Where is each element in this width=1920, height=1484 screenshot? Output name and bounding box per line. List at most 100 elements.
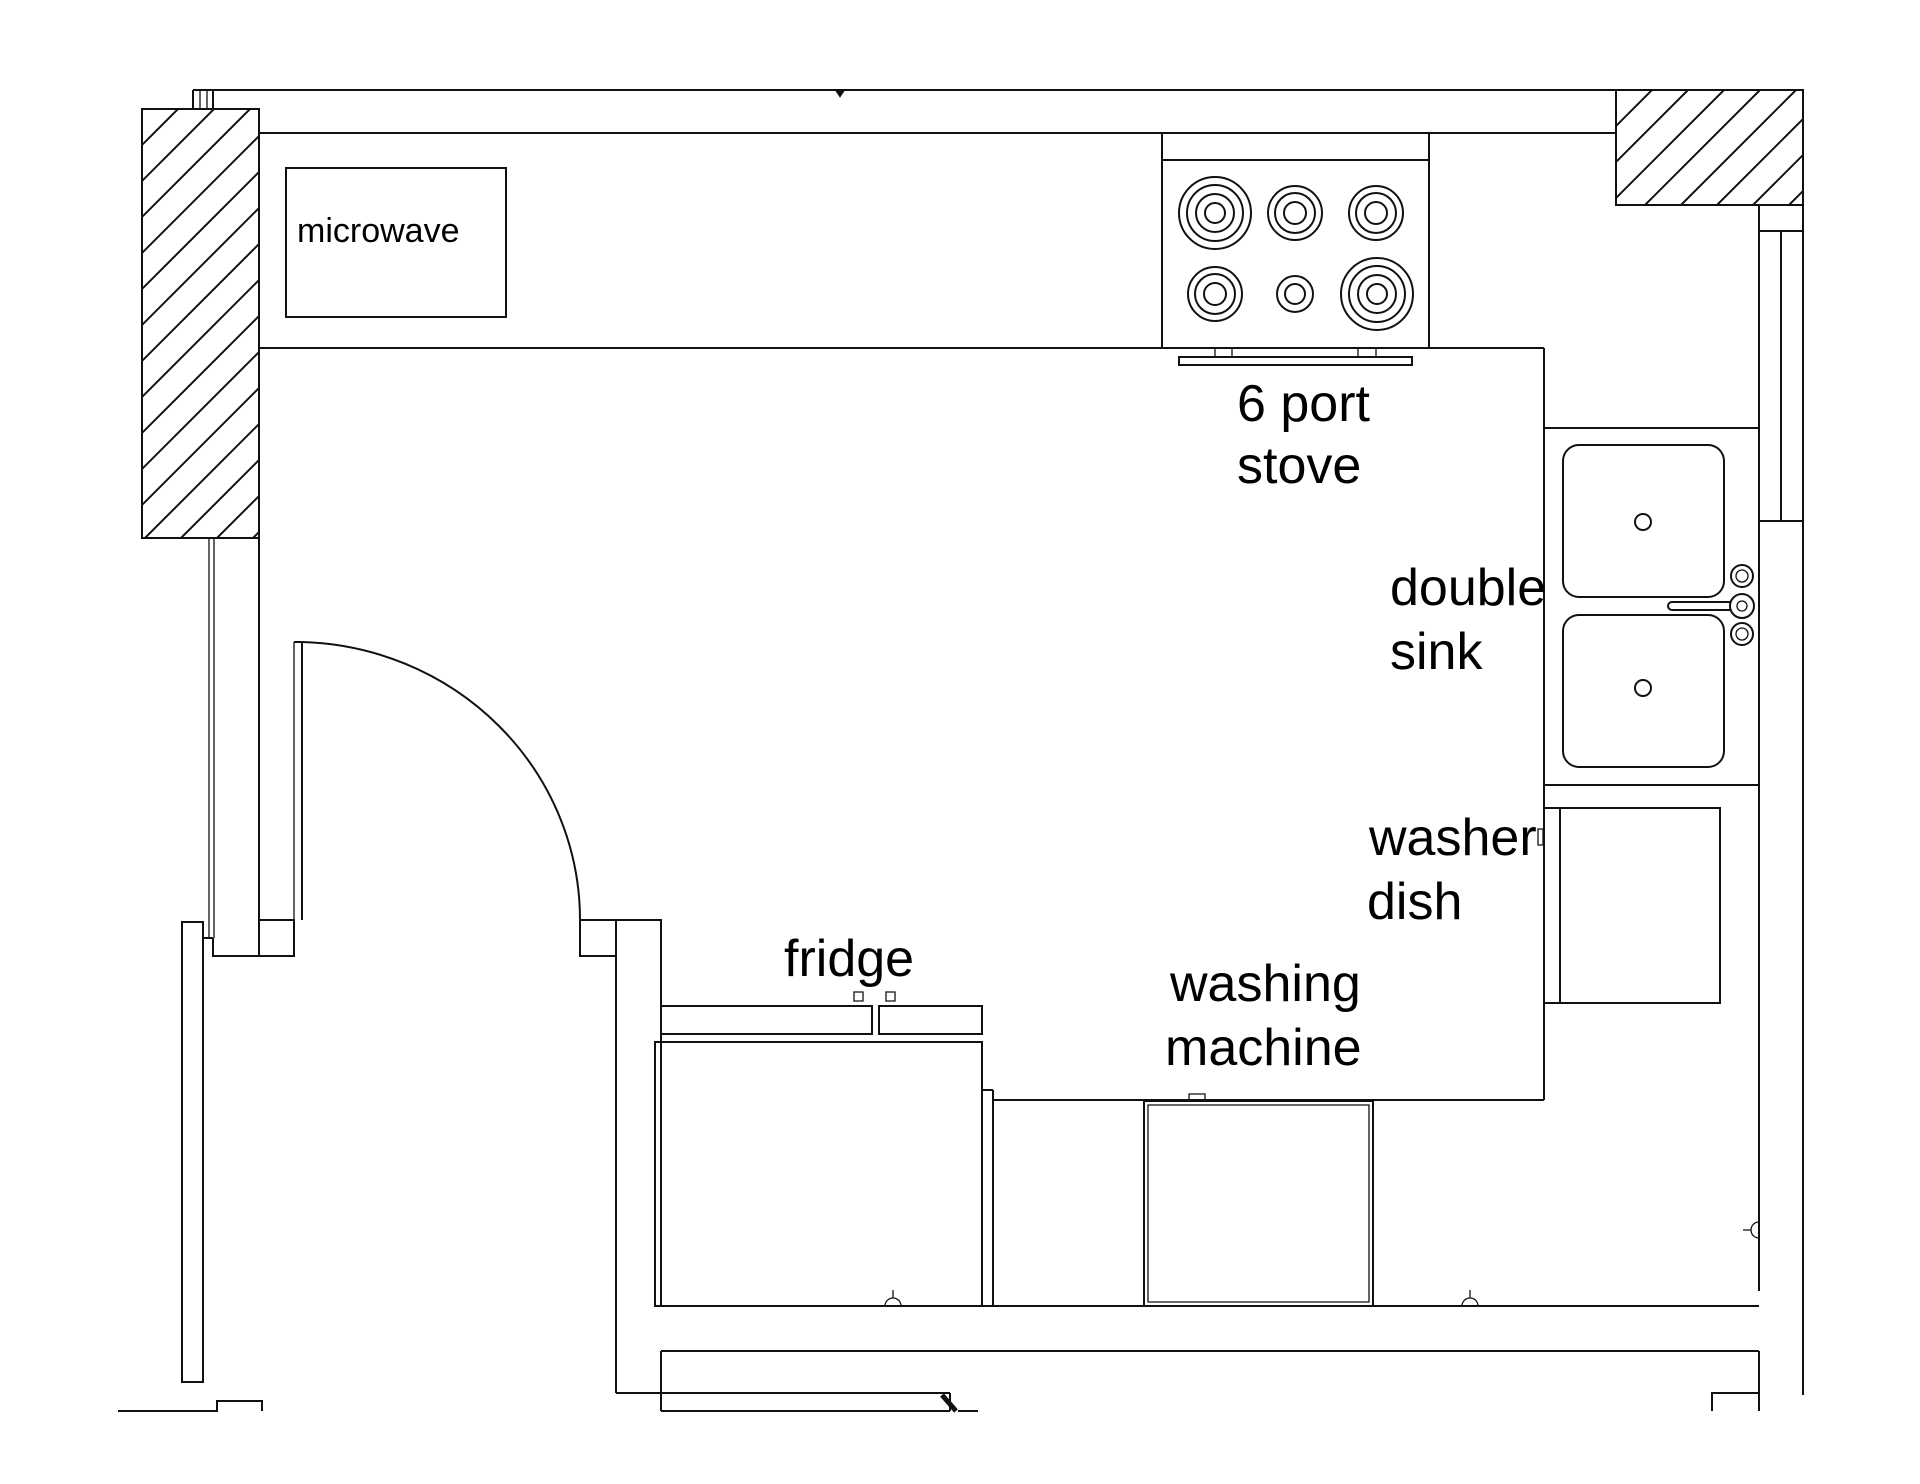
- fridge-handle: [854, 992, 863, 1001]
- dishwasher-handle: [1538, 829, 1543, 845]
- drain-icon: [1635, 680, 1651, 696]
- door-swing-arc: [302, 642, 580, 920]
- hatch-line: [1717, 90, 1832, 205]
- hatch-line: [0, 109, 358, 538]
- fridge-door-left: [661, 1006, 872, 1034]
- dishwasher-label-line2: dish: [1367, 873, 1462, 931]
- right-hatched-column: [1501, 90, 1920, 205]
- sink-label-line1: double: [1390, 559, 1546, 617]
- burner-ring: [1341, 258, 1413, 330]
- stove[interactable]: [1162, 133, 1429, 365]
- hatch-line: [1, 109, 430, 538]
- fridge[interactable]: [655, 992, 982, 1306]
- burner-ring: [1284, 202, 1306, 224]
- burner-ring: [1356, 193, 1396, 233]
- washing-machine-label-line2: machine: [1165, 1019, 1362, 1077]
- hatch-line: [253, 109, 682, 538]
- burner-icon[interactable]: [1179, 177, 1251, 249]
- hatch-line: [1753, 90, 1868, 205]
- burners: [1179, 177, 1413, 330]
- bottom-counter: [661, 1042, 1759, 1306]
- hatch-line: [0, 109, 322, 538]
- hatch-line: [37, 109, 466, 538]
- hatch-line: [0, 109, 214, 538]
- burner-icon[interactable]: [1341, 258, 1413, 330]
- hatch-line: [685, 109, 1114, 538]
- sink-label-line2: sink: [1390, 623, 1483, 681]
- hatch-line: [1861, 90, 1920, 205]
- burner-ring: [1277, 276, 1313, 312]
- drain-icon: [1635, 514, 1651, 530]
- hatch-line: [0, 109, 286, 538]
- right-counter: [1544, 428, 1759, 785]
- hatch-line: [0, 109, 142, 538]
- washing-machine[interactable]: [1144, 1094, 1373, 1306]
- burner-icon[interactable]: [1349, 186, 1403, 240]
- hatch-line: [145, 109, 574, 538]
- bottom-wall: [661, 1351, 1759, 1411]
- hatch-line: [577, 109, 1006, 538]
- left-wall: [118, 538, 294, 1411]
- hatch-line: [361, 109, 790, 538]
- burner-ring: [1179, 177, 1251, 249]
- burner-ring: [1188, 267, 1242, 321]
- burner-ring: [1205, 203, 1225, 223]
- hatch-line: [217, 109, 646, 538]
- outlet-icon: [885, 1290, 901, 1306]
- burner-ring: [1285, 284, 1305, 304]
- hatch-line: [289, 109, 718, 538]
- right-door-jamb: [580, 920, 950, 1393]
- hatch-line: [613, 109, 1042, 538]
- hatch-line: [73, 109, 502, 538]
- burner-ring: [1349, 186, 1403, 240]
- burner-ring: [1268, 186, 1322, 240]
- hatch-line: [1609, 90, 1724, 205]
- hatch-line: [1897, 90, 1920, 205]
- double-sink[interactable]: [1563, 445, 1754, 767]
- burner-ring: [1365, 202, 1387, 224]
- hatch-line: [1645, 90, 1760, 205]
- burner-ring: [1275, 193, 1315, 233]
- wall-marker-icon: [836, 90, 844, 96]
- top-wall: [193, 90, 1803, 133]
- hatch-line: [433, 109, 862, 538]
- microwave[interactable]: microwave: [286, 168, 506, 317]
- hatch-line: [325, 109, 754, 538]
- burner-ring: [1367, 284, 1387, 304]
- fridge-label: fridge: [784, 930, 914, 988]
- burner-ring: [1349, 266, 1405, 322]
- faucet-icon: [1668, 565, 1754, 645]
- sink-basin-bottom: [1563, 615, 1724, 767]
- hatch-line: [1825, 90, 1920, 205]
- washing-machine-label-line1: washing: [1169, 955, 1361, 1013]
- burner-ring: [1358, 275, 1396, 313]
- hatch-line: [0, 109, 250, 538]
- fridge-handle: [886, 992, 895, 1001]
- hatch-line: [1573, 90, 1688, 205]
- hatch-line: [1501, 90, 1616, 205]
- stove-label-line2: stove: [1237, 437, 1361, 495]
- hatch-line: [1537, 90, 1652, 205]
- hatch-line: [109, 109, 538, 538]
- hatch-line: [1681, 90, 1796, 205]
- burner-icon[interactable]: [1268, 186, 1322, 240]
- entry-door[interactable]: [294, 642, 580, 920]
- sink-basin-top: [1563, 445, 1724, 597]
- hatch-line: [1789, 90, 1904, 205]
- dishwasher[interactable]: [1538, 808, 1720, 1003]
- exterior-panel: [182, 922, 203, 1382]
- hatch-line: [0, 109, 394, 538]
- microwave-label: microwave: [297, 212, 459, 250]
- outlet-icon: [1462, 1290, 1478, 1306]
- burner-icon[interactable]: [1277, 276, 1313, 312]
- hatch-line: [541, 109, 970, 538]
- burner-ring: [1187, 185, 1243, 241]
- left-hatched-column: [0, 109, 1114, 538]
- burner-icon[interactable]: [1188, 267, 1242, 321]
- right-wall: [1759, 205, 1803, 1395]
- hatch-line: [649, 109, 1078, 538]
- burner-ring: [1204, 283, 1226, 305]
- outlet-icon: [1743, 1222, 1759, 1238]
- stove-handle: [1179, 357, 1412, 365]
